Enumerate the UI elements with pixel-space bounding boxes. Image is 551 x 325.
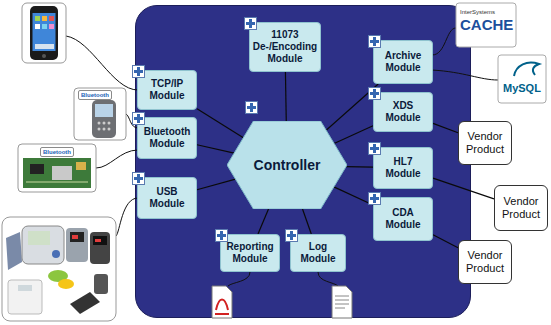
plugin-icon	[245, 101, 258, 114]
plugin-icon	[244, 17, 257, 30]
vendor-product-box: Vendor Product	[494, 185, 548, 231]
connector-line	[285, 72, 287, 121]
smartphone-icon	[22, 3, 66, 63]
connector-line	[197, 109, 243, 138]
node-text: Archive Module	[376, 50, 430, 74]
connector-line	[303, 209, 312, 234]
pdf-file-icon	[212, 286, 232, 318]
connector-line	[433, 123, 458, 132]
badge-label: Bluetooth	[78, 90, 112, 100]
node-text: Vendor Product	[461, 249, 509, 275]
module-box: Log Module	[290, 234, 346, 272]
log-file-icon	[332, 286, 352, 318]
plugin-icon	[368, 35, 381, 48]
controller-hexagon: Controller	[227, 121, 347, 209]
vendor-product-box: Vendor Product	[458, 240, 512, 284]
node-text: Vendor Product	[497, 195, 545, 221]
node-text: 11073 De-/Encoding Module	[252, 29, 318, 65]
vendor-product-box: Vendor Product	[458, 121, 512, 165]
node-text: Vendor Product	[461, 130, 509, 156]
connector-line	[197, 145, 234, 153]
plugin-icon	[368, 87, 381, 100]
connector-line	[258, 209, 269, 234]
node-text: XDS Module	[376, 100, 430, 124]
plugin-icon	[132, 65, 145, 78]
plugin-icon	[132, 172, 145, 185]
node-text: Reporting Module	[223, 241, 277, 265]
module-box: TCP/IP Module	[137, 70, 197, 110]
module-box: Bluetooth Module	[137, 117, 197, 159]
module-box: XDS Module	[373, 92, 433, 132]
connector-line	[433, 235, 458, 248]
module-box: USB Module	[137, 177, 197, 219]
connector-line	[334, 126, 373, 144]
plugin-icon	[285, 229, 298, 242]
module-box: Archive Module	[373, 40, 433, 84]
connector-line	[197, 179, 235, 190]
node-text: CDA Module	[376, 207, 430, 231]
connector-line	[346, 166, 373, 168]
node-text: Bluetooth Module	[140, 126, 194, 150]
node-text: Controller	[254, 157, 321, 173]
module-box: CDA Module	[373, 197, 433, 241]
logo-text: InterSystems	[460, 8, 495, 16]
module-box: 11073 De-/Encoding Module	[249, 22, 321, 72]
plugin-icon	[215, 229, 228, 242]
connector-line	[433, 178, 494, 199]
database-logo	[498, 55, 546, 103]
module-box: HL7 Module	[373, 147, 433, 189]
module-box: Reporting Module	[220, 234, 280, 272]
mobile-phone-icon	[74, 88, 126, 140]
node-text: Log Module	[293, 241, 343, 265]
badge-label: Bluetooth	[40, 147, 74, 157]
logo-text: MySQL	[503, 82, 541, 95]
node-text: TCP/IP Module	[140, 78, 194, 102]
sensor-board-icon	[18, 144, 96, 192]
plugin-icon	[368, 142, 381, 155]
logo-text: CACHE	[460, 16, 513, 33]
node-text: HL7 Module	[376, 156, 430, 180]
node-text: USB Module	[140, 186, 194, 210]
connector-line	[334, 187, 373, 205]
database-logo-frame	[456, 3, 516, 47]
medical-devices-picture	[2, 217, 116, 321]
plugin-icon	[368, 192, 381, 205]
plugin-icon	[132, 112, 145, 125]
